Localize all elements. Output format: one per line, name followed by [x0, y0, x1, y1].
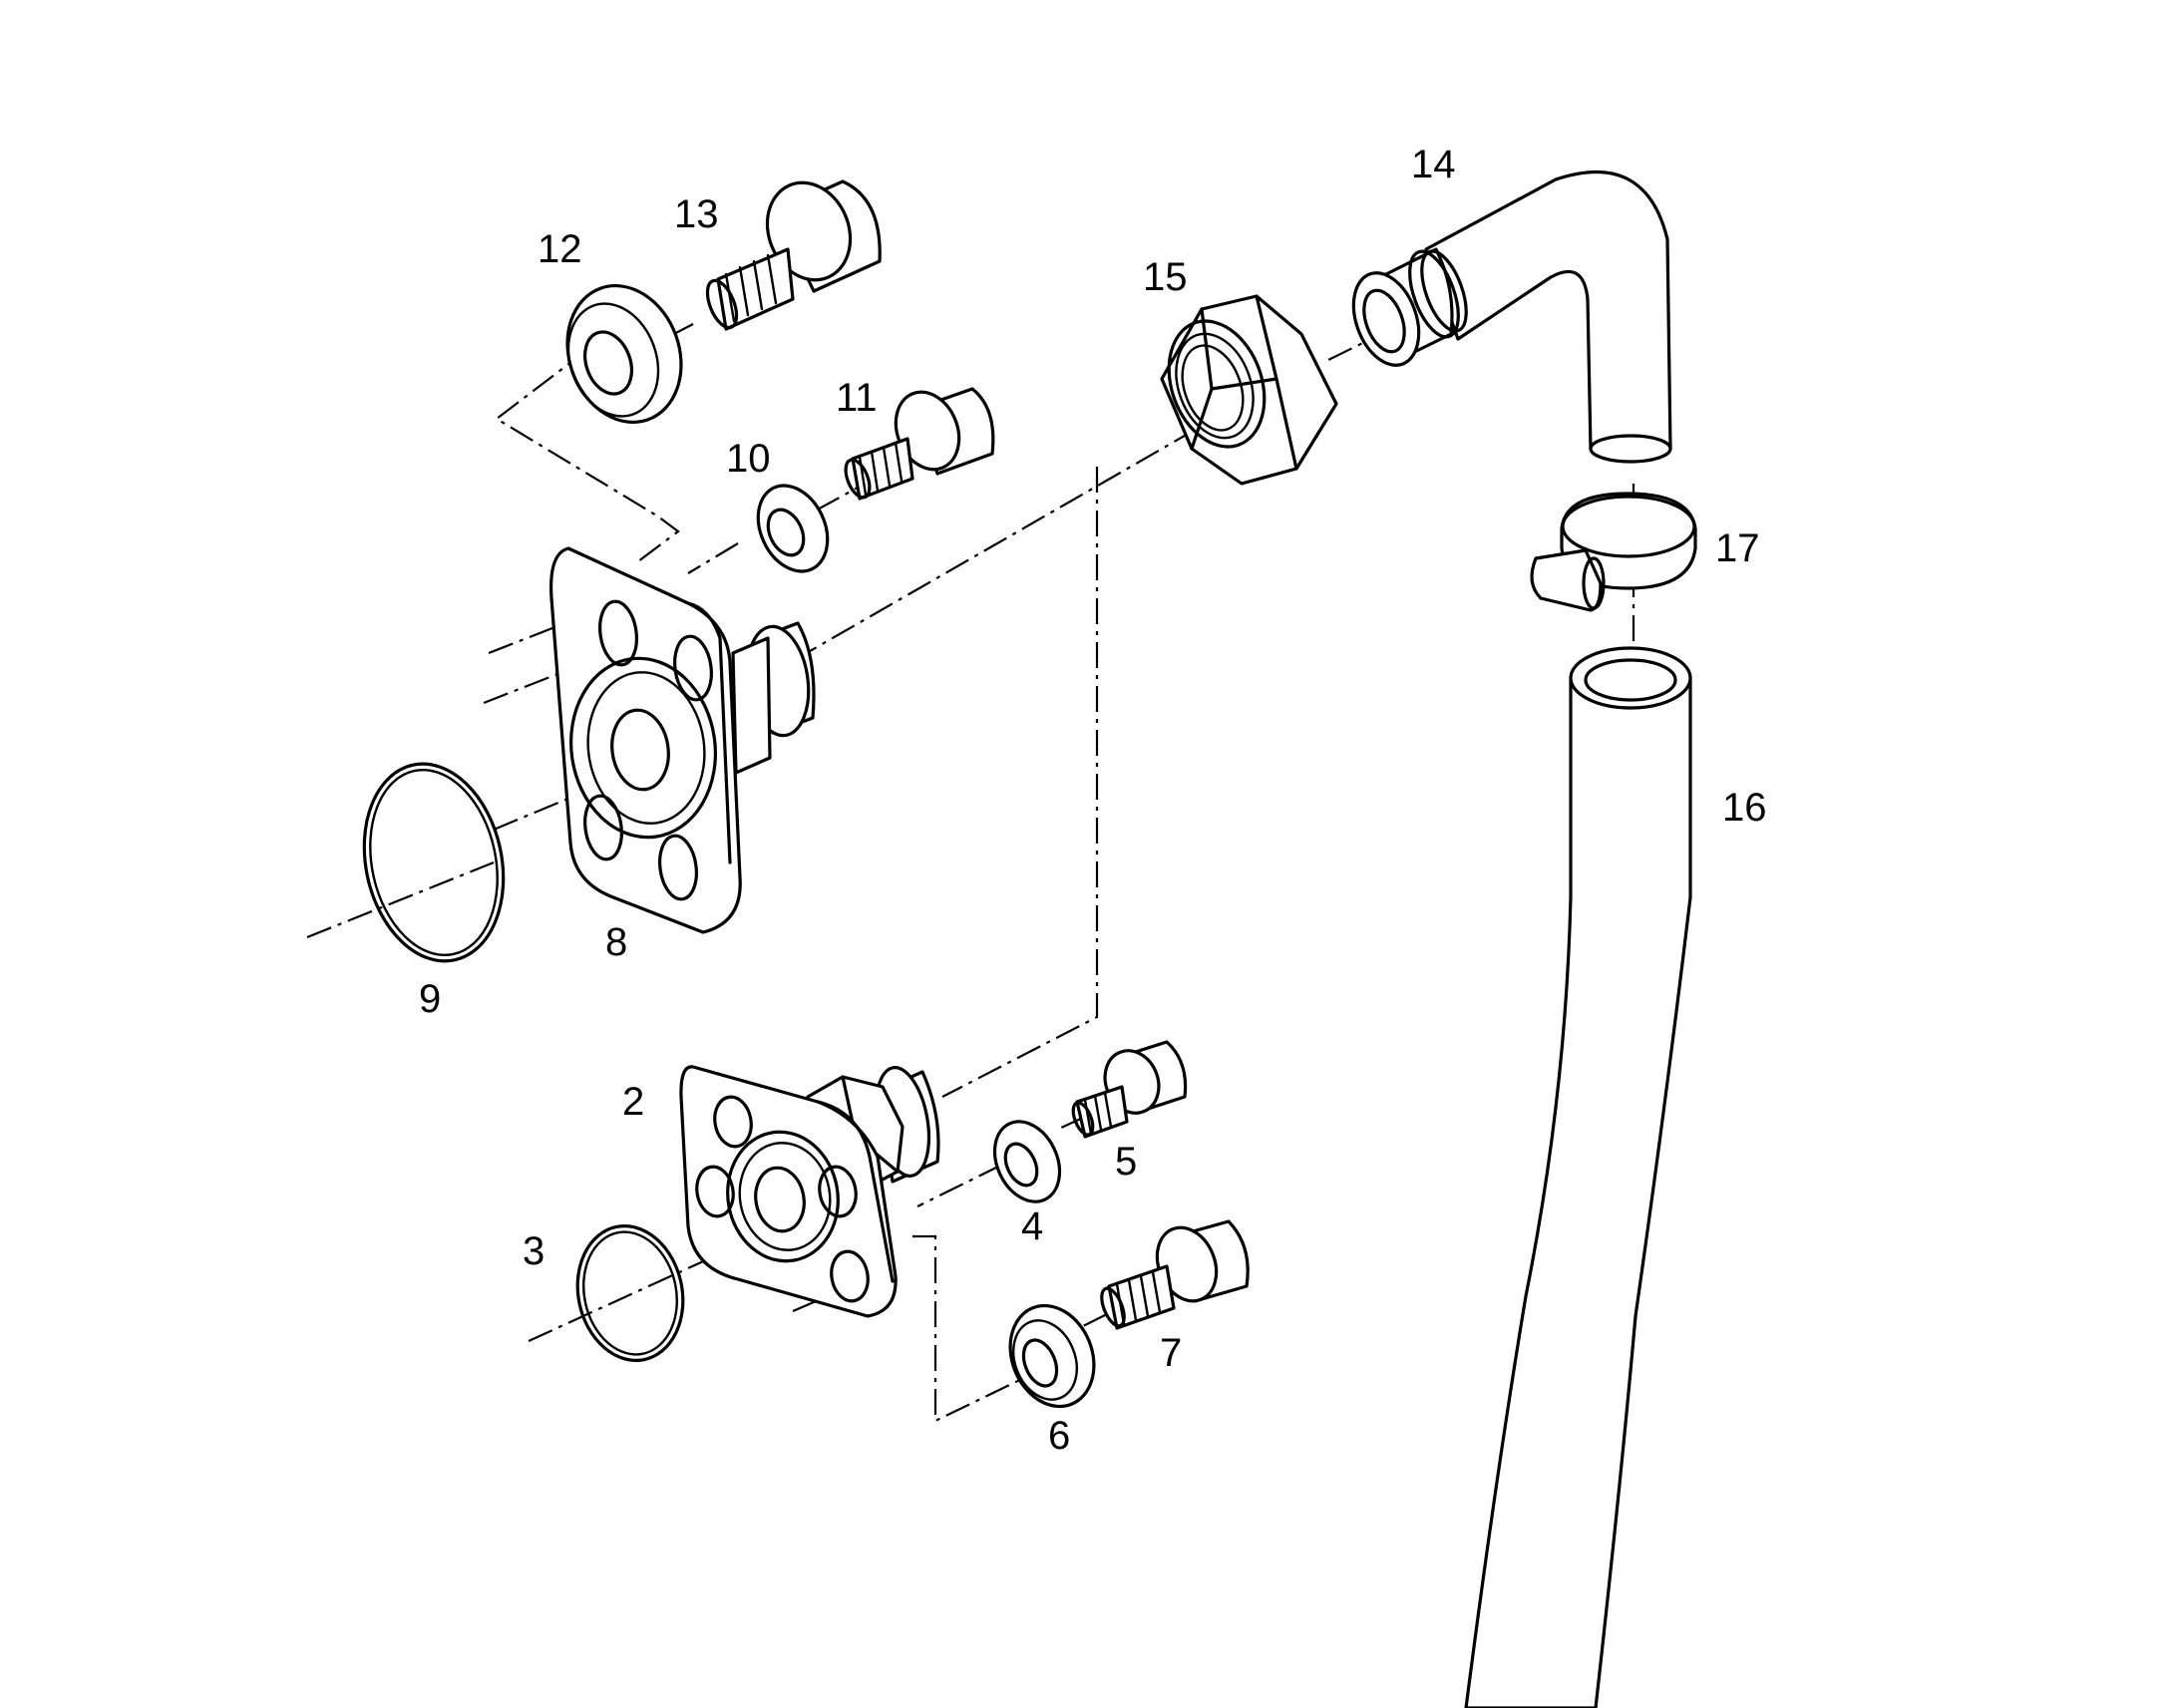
label-part-8: 8 [605, 920, 627, 964]
part-14-pipe-bend [1351, 170, 1672, 464]
label-part-6: 6 [1048, 1414, 1070, 1458]
label-part-9: 9 [419, 977, 441, 1021]
assembly-lines [306, 323, 1635, 1423]
part-3-o-ring [575, 1224, 685, 1362]
part-8-flange [549, 546, 816, 934]
part-6-washer [1008, 1303, 1096, 1409]
part-15-hex-nut [1160, 294, 1338, 486]
part-10-washer [756, 484, 830, 573]
label-part-13: 13 [674, 192, 719, 236]
part-9-o-ring [362, 762, 506, 963]
part-11-screw [844, 387, 995, 501]
part-2-flange [679, 1065, 940, 1318]
part-12-washer [565, 283, 683, 425]
part-17-hose-clamp [1530, 492, 1697, 612]
part-labels: 2 3 4 5 6 7 8 9 10 11 12 13 14 15 16 17 [419, 143, 1767, 1458]
part-4-washer [992, 1120, 1062, 1203]
label-part-3: 3 [523, 1229, 545, 1273]
label-part-15: 15 [1143, 255, 1188, 299]
label-part-16: 16 [1722, 786, 1767, 830]
part-16-hose [1464, 646, 1692, 1708]
label-part-14: 14 [1411, 143, 1456, 186]
label-part-12: 12 [538, 227, 582, 271]
label-part-4: 4 [1021, 1204, 1043, 1248]
label-part-2: 2 [622, 1080, 644, 1124]
label-part-5: 5 [1115, 1140, 1137, 1184]
label-part-10: 10 [726, 437, 771, 481]
label-part-11: 11 [836, 376, 878, 420]
label-part-7: 7 [1160, 1331, 1182, 1375]
part-13-screw [705, 179, 882, 331]
part-7-screw [1100, 1219, 1250, 1330]
label-part-17: 17 [1715, 526, 1760, 570]
part-5-screw [1071, 1040, 1188, 1139]
